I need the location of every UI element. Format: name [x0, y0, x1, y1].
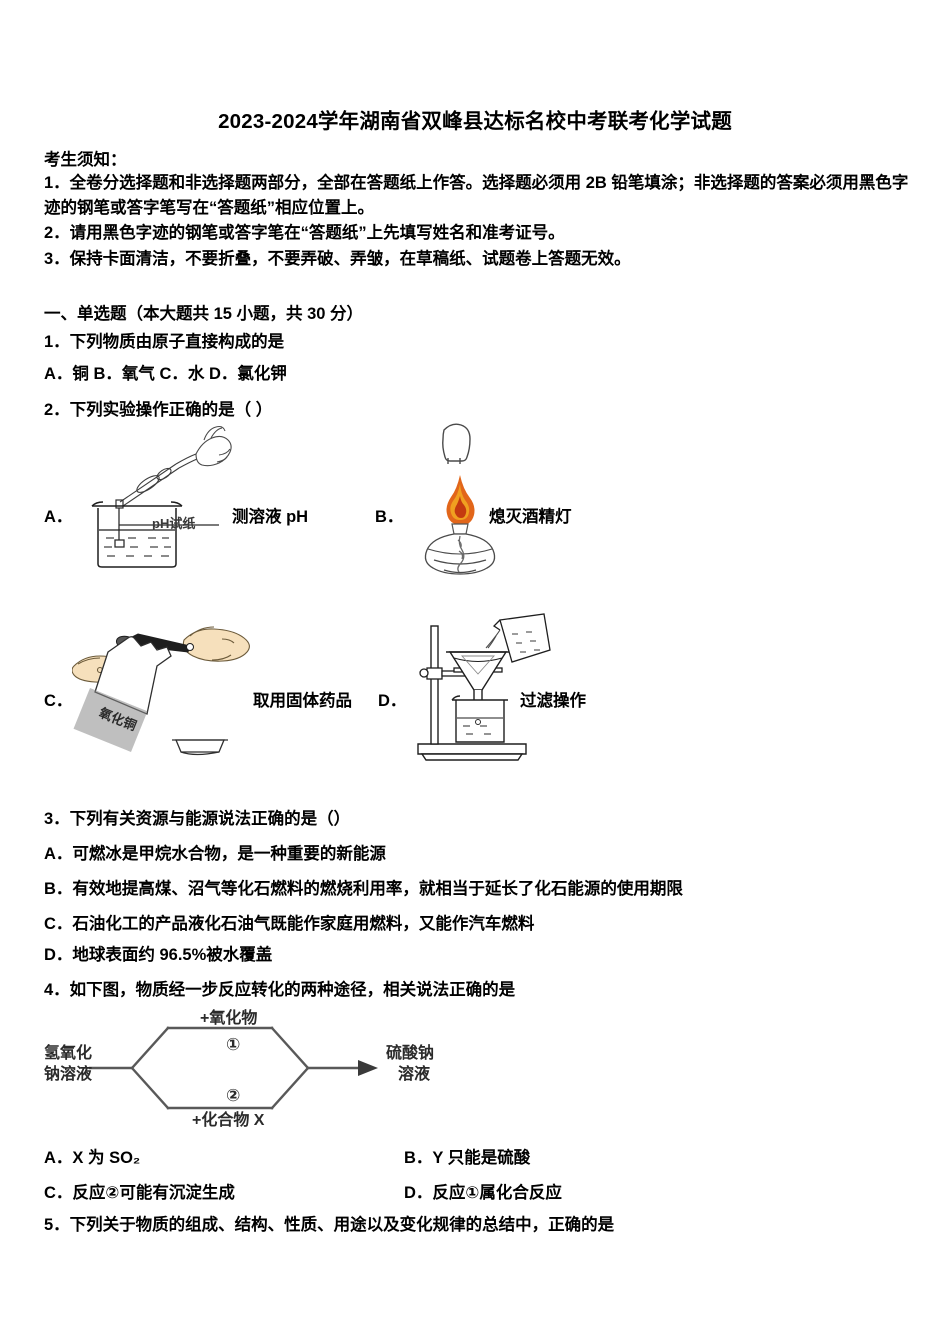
ph-test-strip-annotation: pH试纸	[152, 516, 196, 531]
question-5-stem: 5．下列关于物质的组成、结构、性质、用途以及变化规律的总结中，正确的是	[44, 1216, 615, 1234]
end-label-line1: 硫酸钠	[386, 1045, 435, 1062]
question-2-option-d-caption: 过滤操作	[520, 692, 586, 710]
question-4-option-b: B．Y 只能是硫酸	[404, 1149, 531, 1167]
notice-heading: 考生须知：	[44, 151, 127, 169]
diagram-end-label: 硫酸钠 溶液	[386, 1043, 434, 1085]
question-4-stem: 4．如下图，物质经一步反应转化的两种途径，相关说法正确的是	[44, 981, 516, 999]
question-2-option-a-label: A．	[44, 508, 73, 526]
notice-item-2: 2．请用黑色字迹的钢笔或答字笔在“答题纸”上先填写姓名和准考证号。	[44, 224, 565, 242]
question-2-stem: 2．下列实验操作正确的是（ ）	[44, 401, 273, 419]
solid-reagent-handling-figure: 氧化铜	[72, 626, 250, 756]
question-2-option-b-caption: 熄灭酒精灯	[489, 508, 572, 526]
question-3-option-a: A．可燃冰是甲烷水合物，是一种重要的新能源	[44, 845, 386, 863]
question-3-stem: 3．下列有关资源与能源说法正确的是（）	[44, 810, 351, 828]
question-2-option-b-label: B．	[375, 508, 404, 526]
alcohol-lamp-extinguish-figure	[424, 423, 496, 575]
question-3-option-b: B．有效地提高煤、沼气等化石燃料的燃烧利用率，就相当于延长了化石能源的使用期限	[44, 880, 683, 898]
question-4-option-d: D．反应①属化合反应	[404, 1184, 562, 1202]
question-3-option-d: D．地球表面约 96.5%被水覆盖	[44, 946, 273, 964]
question-3-option-c: C．石油化工的产品液化石油气既能作家庭用燃料，又能作汽车燃料	[44, 915, 535, 933]
question-4-option-c: C．反应②可能有沉淀生成	[44, 1184, 235, 1202]
diagram-step-2: ②	[226, 1086, 241, 1105]
diagram-bottom-path-label: +化合物 X	[192, 1112, 265, 1129]
filtration-setup-figure	[417, 613, 551, 761]
arrow-head	[358, 1060, 378, 1076]
flame-core	[454, 496, 467, 518]
reaction-pathway-diagram	[88, 1026, 378, 1110]
question-1-options: A．铜 B．氧气 C．水 D．氯化钾	[44, 365, 287, 383]
start-label-line2: 钠溶液	[44, 1066, 93, 1083]
beaker-ph-test-strip-figure	[91, 425, 232, 568]
question-2-option-d-label: D．	[378, 692, 407, 710]
question-2-option-c-label: C．	[44, 692, 73, 710]
question-2-option-c-caption: 取用固体药品	[253, 692, 352, 710]
end-label-line2: 溶液	[398, 1066, 431, 1083]
question-1-stem: 1．下列物质由原子直接构成的是	[44, 333, 285, 351]
question-4-option-a: A．X 为 SO₂	[44, 1149, 141, 1167]
start-label-line1: 氢氧化	[44, 1045, 93, 1062]
diagram-top-path-label: +氧化物	[200, 1010, 258, 1027]
notice-item-3: 3．保持卡面清洁，不要折叠，不要弄破、弄皱，在草稿纸、试题卷上答题无效。	[44, 250, 631, 268]
page-title: 2023-2024学年湖南省双峰县达标名校中考联考化学试题	[218, 110, 732, 133]
diagram-step-1: ①	[226, 1035, 241, 1054]
diagram-start-label: 氢氧化 钠溶液	[44, 1043, 92, 1085]
section-heading: 一、单选题（本大题共 15 小题，共 30 分）	[44, 305, 364, 323]
notice-item-1: 1．全卷分选择题和非选择题两部分，全部在答题纸上作答。选择题必须用 2B 铅笔填…	[44, 174, 909, 217]
question-2-option-a-caption: 测溶液 pH	[232, 508, 309, 526]
